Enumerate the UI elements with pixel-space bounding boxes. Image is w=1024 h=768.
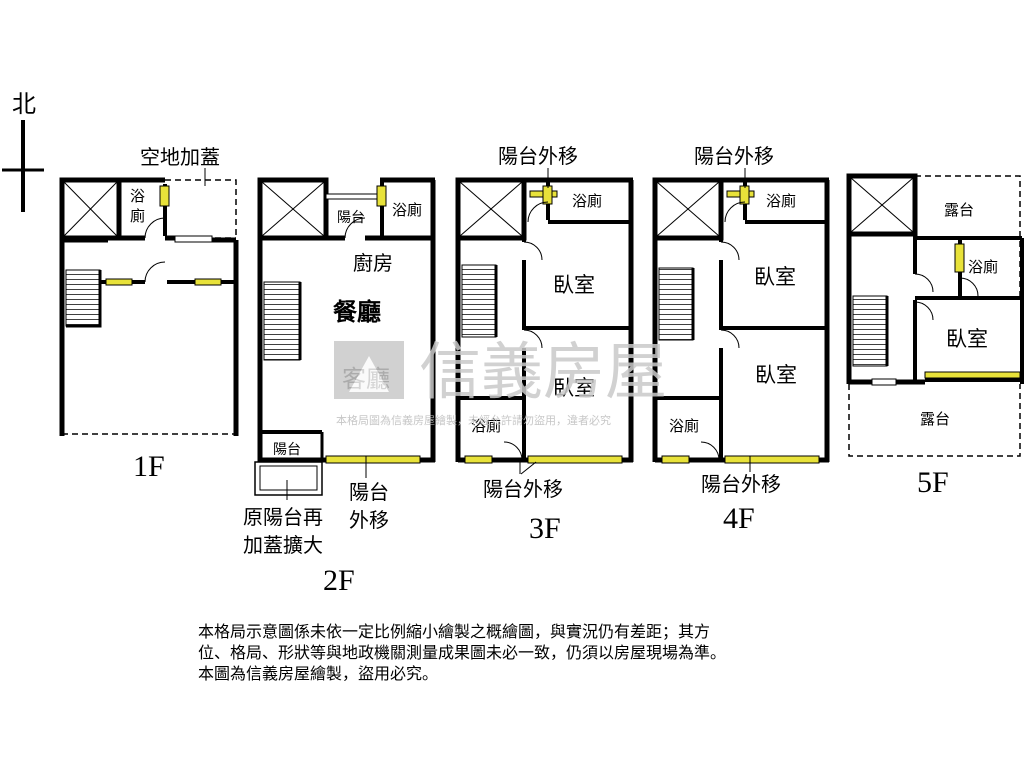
2f-balcony-rail	[325, 193, 383, 200]
2f-kitchen-label: 廚房	[353, 251, 393, 275]
3f-bath-bottom-label: 浴廁	[471, 417, 501, 435]
3f-window	[464, 455, 493, 464]
door-swing-icon	[720, 329, 740, 349]
disclaimer-line: 位、格局、形狀等與地政機關測量成果圖未必一致，仍須以房屋現場為準。	[198, 643, 727, 662]
door-swing-icon	[959, 277, 979, 297]
door-swing-icon	[720, 241, 740, 261]
2f-stairs	[263, 281, 301, 361]
3f-bedroom2-label: 臥室	[553, 376, 595, 400]
disclaimer: 本格局示意圖係未依一定比例縮小繪製之概繪圖，與實況仍有差距；其方 位、格局、形狀…	[198, 621, 838, 684]
watermark-small: 本格局圖為信義房屋繪製，未經允許請勿盜用，違者必究	[336, 413, 611, 427]
1f-window	[159, 185, 170, 207]
floor-5f: 露台 浴廁 臥室 露台 5F	[846, 173, 1024, 499]
3f-bedroom1-label: 臥室	[553, 273, 595, 297]
5f-bath-label: 浴廁	[968, 258, 998, 276]
4f-note-bottom: 陽台外移	[701, 472, 781, 496]
4f-window	[724, 455, 820, 464]
3f-floor-label: 3F	[529, 512, 561, 545]
3f-note-bottom: 陽台外移	[483, 477, 563, 501]
1f-floor-label: 1F	[133, 450, 165, 483]
3f-stairs	[461, 264, 497, 338]
2f-void-box	[257, 177, 329, 241]
1f-stairs	[65, 269, 101, 327]
door-swing-icon	[700, 441, 720, 461]
north-label: 北	[12, 90, 36, 118]
4f-window	[739, 185, 750, 205]
door-swing-icon	[914, 301, 934, 321]
watermark: 信義房屋 本格局圖為信義房屋繪製，未經允許請勿盜用，違者必究	[334, 335, 667, 427]
5f-floor-label: 5F	[917, 466, 949, 499]
disclaimer-line: 本圖為信義房屋繪製，盜用必究。	[198, 664, 439, 683]
door-swing-icon	[724, 201, 746, 223]
3f-note-top: 陽台外移	[498, 144, 578, 168]
4f-note-top: 陽台外移	[694, 144, 774, 168]
2f-window	[325, 455, 421, 464]
4f-bath-top-label: 浴廁	[766, 192, 796, 210]
5f-void-box	[846, 173, 918, 237]
2f-balcony-small-label: 陽台	[273, 442, 301, 458]
4f-bedroom1-label: 臥室	[754, 265, 796, 289]
door-swing-icon	[344, 217, 366, 239]
3f-window	[527, 455, 623, 464]
5f-stairs	[852, 295, 888, 367]
floor-3f: 浴廁 臥室 臥室 浴廁 陽台外移 陽台外移 3F	[455, 144, 634, 545]
door-swing-icon	[523, 241, 543, 261]
2f-bath-label: 浴廁	[392, 201, 422, 219]
floor-4f: 浴廁 臥室 臥室 浴廁 陽台外移 陽台外移 4F	[652, 144, 830, 535]
door-swing-icon	[144, 217, 166, 239]
4f-floor-label: 4F	[723, 502, 755, 535]
5f-window	[871, 378, 897, 386]
3f-window	[542, 185, 553, 205]
1f-window	[105, 278, 133, 286]
1f-window	[194, 278, 222, 286]
5f-bedroom-label: 臥室	[946, 327, 988, 351]
door-swing-icon	[503, 441, 523, 461]
compass: 北	[2, 90, 44, 212]
4f-bedroom2-label: 臥室	[755, 363, 797, 387]
1f-addition-note: 空地加蓋	[140, 145, 220, 169]
floor-1f: 浴 廁 空地加蓋 1F	[59, 145, 239, 483]
door-swing-icon	[523, 329, 543, 349]
2f-window	[376, 185, 387, 207]
2f-note-extended: 原陽台再 加蓋擴大	[243, 505, 329, 557]
door-swing-icon	[914, 273, 934, 293]
3f-bath-top-label: 浴廁	[572, 192, 602, 210]
5f-window	[954, 243, 965, 273]
4f-stairs	[658, 267, 694, 341]
5f-terrace-top-label: 露台	[944, 201, 974, 219]
5f-terrace-outline	[915, 175, 1021, 298]
door-swing-icon	[144, 261, 166, 283]
1f-dashed-addition	[165, 179, 237, 239]
2f-dining-label: 餐廳	[333, 298, 381, 326]
5f-terrace-bottom-label: 露台	[920, 410, 950, 428]
1f-window	[174, 235, 213, 243]
4f-window	[661, 455, 690, 464]
watermark-brand: 信義房屋	[419, 335, 667, 408]
disclaimer-line: 本格局示意圖係未依一定比例縮小繪製之概繪圖，與實況仍有差距；其方	[198, 622, 711, 641]
2f-floor-label: 2F	[323, 564, 355, 597]
4f-bath-bottom-label: 浴廁	[669, 417, 699, 435]
2f-note-moved: 陽台 外移	[349, 480, 395, 532]
2f-balcony-top-label: 陽台	[337, 210, 365, 226]
5f-terrace-outline	[848, 384, 1021, 457]
5f-window	[924, 371, 1021, 379]
1f-bath-label: 浴 廁	[130, 187, 150, 225]
2f-extended-balcony	[254, 461, 323, 496]
door-swing-icon	[527, 201, 549, 223]
